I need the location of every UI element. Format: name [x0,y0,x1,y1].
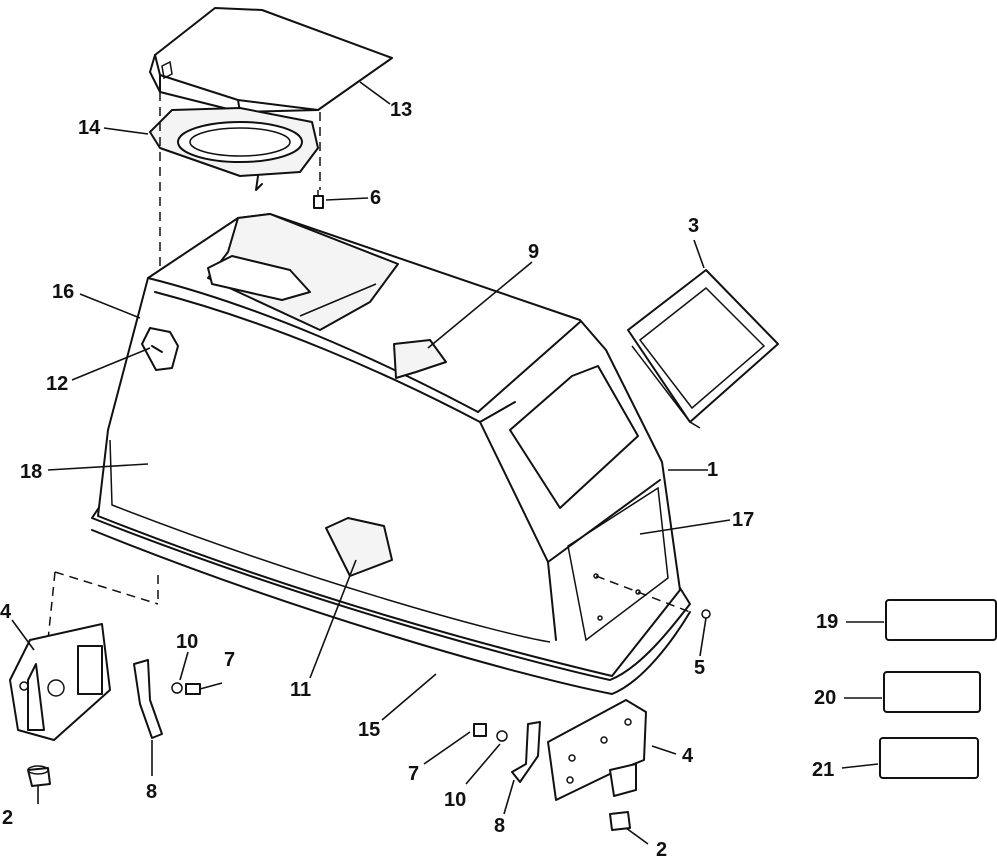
part-2-nut-right [609,811,631,831]
callout-7-right: 7 [408,763,420,785]
callout-3: 3 [688,215,700,237]
callout-5: 5 [694,657,706,679]
callout-2-right: 2 [656,839,668,861]
callout-9: 9 [528,241,540,263]
part-2-nut-left [27,765,51,787]
part-10-washer-right [496,730,508,742]
part-1-cowl [91,213,691,695]
decal-21 [879,737,979,779]
callout-16: 16 [52,281,75,303]
part-13-cover [149,7,393,113]
callout-8-left: 8 [146,781,158,803]
decal-19 [885,599,997,641]
alignment-lines [47,92,321,641]
leader-lines [11,81,884,845]
part-14-plate [149,107,319,191]
callout-6: 6 [370,187,382,209]
part-3-window [627,269,779,429]
callout-4-left: 4 [0,601,12,623]
callout-14: 14 [78,117,101,139]
callout-17: 17 [732,509,755,531]
part-12-stud [151,345,163,353]
part-4-bracket-left [9,623,111,741]
callout-21: 21 [812,759,835,781]
part-8-strip-right [511,721,541,783]
part-8-strip-left [133,659,163,739]
callout-7-left: 7 [224,649,236,671]
callout-11: 11 [290,679,312,701]
callout-1: 1 [707,459,719,481]
callout-15: 15 [358,719,381,741]
decal-20 [883,671,981,713]
part-6-screw [313,190,324,209]
callout-13: 13 [390,99,413,121]
callout-19: 19 [816,611,839,633]
callout-10-left: 10 [176,631,199,653]
callout-10-right: 10 [444,789,467,811]
callout-8-right: 8 [494,815,506,837]
part-7-bolt-right [473,723,487,737]
callout-18: 18 [20,461,43,483]
part-4-bracket-right [547,699,647,801]
callout-12: 12 [46,373,69,395]
callout-20: 20 [814,687,837,709]
part-10-washer-left [171,682,183,694]
callout-2-left: 2 [2,807,14,829]
callout-4-right: 4 [682,745,694,767]
part-5-screw [701,609,711,619]
part-7-bolt-left [185,683,201,695]
